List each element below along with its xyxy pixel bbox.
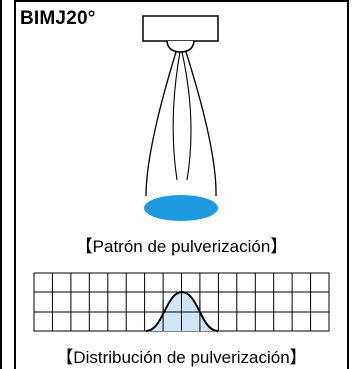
- spray-cone-inner-left: [172, 51, 181, 181]
- panel-top-border: [14, 0, 349, 2]
- spray-cone-inner-right: [181, 51, 192, 181]
- model-label: BIMJ20°: [20, 8, 96, 29]
- nozzle-body: [142, 15, 219, 42]
- spray-cone-left: [145, 51, 177, 197]
- left-border: [0, 0, 2, 369]
- spray-distribution-caption: 【Distribución de pulverización】: [56, 348, 307, 367]
- spray-cone-right: [185, 51, 217, 197]
- distribution-curve: [145, 290, 219, 332]
- diagram-panel: [14, 0, 349, 369]
- spray-spot: [144, 195, 218, 221]
- spray-pattern-caption: 【Patrón de pulverización】: [75, 237, 288, 256]
- nozzle-tip: [166, 40, 195, 53]
